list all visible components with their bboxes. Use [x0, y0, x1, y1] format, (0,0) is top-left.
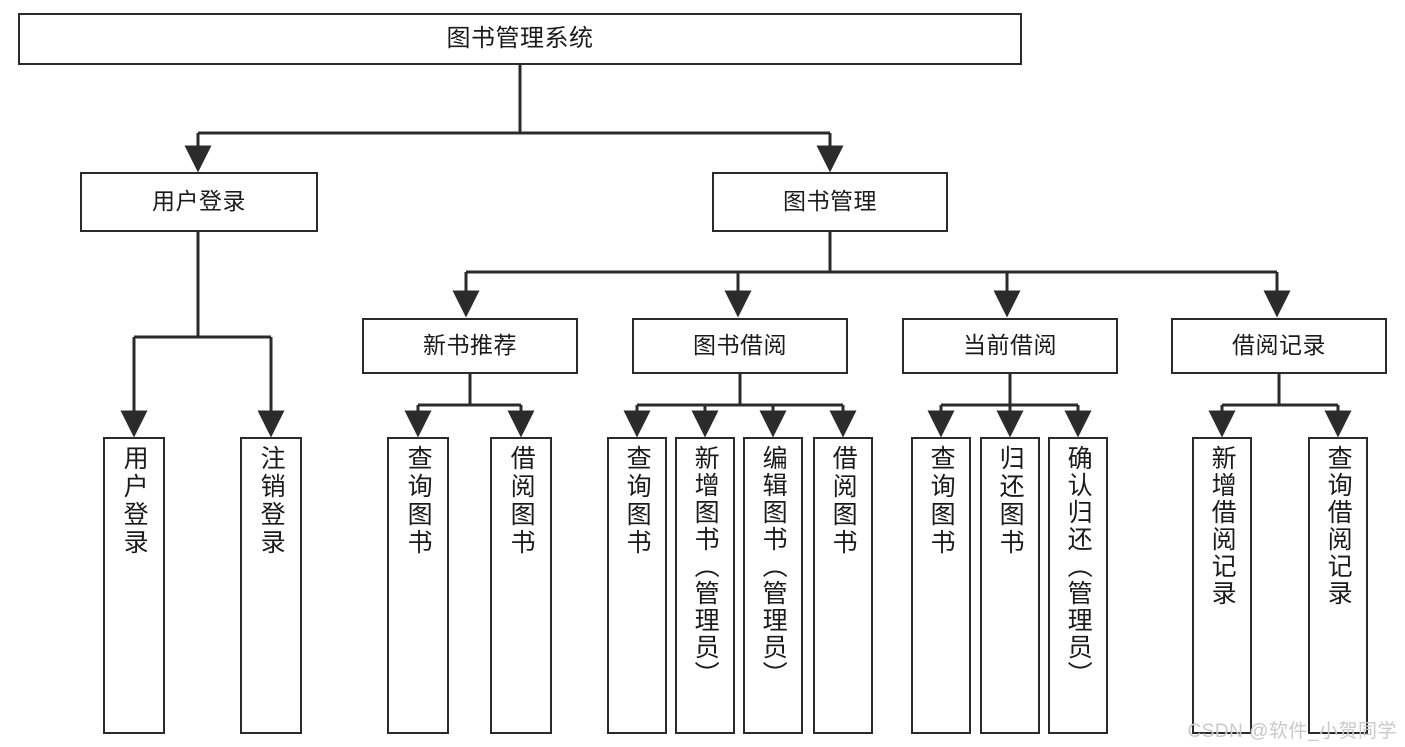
node-root-system-label: 图书管理系统 [446, 24, 594, 52]
node-borrow-record[interactable]: 借阅记录 [1171, 318, 1387, 374]
leaf-borrow-book-1-label: 借阅图书 [507, 445, 536, 557]
leaf-query-record-label: 查询借阅记录 [1324, 445, 1353, 607]
node-book-borrow-label: 图书借阅 [693, 332, 787, 359]
leaf-borrow-book-2-label: 借阅图书 [829, 445, 858, 557]
csdn-watermark: CSDN @软件_小贺同学 [1187, 721, 1397, 742]
leaf-query-book-1[interactable]: 查询图书 [387, 437, 449, 734]
leaf-add-record[interactable]: 新增借阅记录 [1192, 437, 1252, 734]
leaf-add-book[interactable]: 新增图书（管理员） [675, 437, 735, 734]
leaf-add-book-label: 新增图书（管理员） [691, 445, 720, 688]
node-book-borrow[interactable]: 图书借阅 [632, 318, 848, 374]
leaf-return-book[interactable]: 归还图书 [980, 437, 1040, 734]
node-new-book-recommend[interactable]: 新书推荐 [362, 318, 578, 374]
leaf-edit-book-label: 编辑图书（管理员） [759, 445, 788, 688]
node-user-login[interactable]: 用户登录 [80, 172, 318, 232]
leaf-confirm-return[interactable]: 确认归还（管理员） [1048, 437, 1108, 734]
node-new-book-recommend-label: 新书推荐 [423, 332, 517, 359]
leaf-logout-login-label: 注销登录 [257, 445, 286, 557]
leaf-borrow-book-2[interactable]: 借阅图书 [813, 437, 873, 734]
node-current-borrow-label: 当前借阅 [963, 332, 1057, 359]
leaf-user-login[interactable]: 用户登录 [103, 437, 165, 734]
leaf-query-book-2[interactable]: 查询图书 [607, 437, 667, 734]
leaf-borrow-book-1[interactable]: 借阅图书 [490, 437, 552, 734]
node-current-borrow[interactable]: 当前借阅 [902, 318, 1118, 374]
leaf-query-book-1-label: 查询图书 [404, 445, 433, 557]
leaf-edit-book[interactable]: 编辑图书（管理员） [743, 437, 803, 734]
node-book-manage-label: 图书管理 [783, 188, 877, 215]
leaf-return-book-label: 归还图书 [996, 445, 1025, 557]
node-root-system[interactable]: 图书管理系统 [18, 13, 1022, 65]
leaf-user-login-label: 用户登录 [120, 445, 149, 557]
node-book-manage[interactable]: 图书管理 [712, 172, 948, 232]
leaf-query-book-3-label: 查询图书 [927, 445, 956, 557]
node-borrow-record-label: 借阅记录 [1232, 332, 1326, 359]
leaf-query-record[interactable]: 查询借阅记录 [1308, 437, 1368, 734]
leaf-query-book-2-label: 查询图书 [623, 445, 652, 557]
node-user-login-label: 用户登录 [152, 188, 246, 215]
leaf-add-record-label: 新增借阅记录 [1208, 445, 1237, 607]
leaf-query-book-3[interactable]: 查询图书 [911, 437, 971, 734]
leaf-confirm-return-label: 确认归还（管理员） [1064, 445, 1093, 688]
leaf-logout-login[interactable]: 注销登录 [240, 437, 302, 734]
